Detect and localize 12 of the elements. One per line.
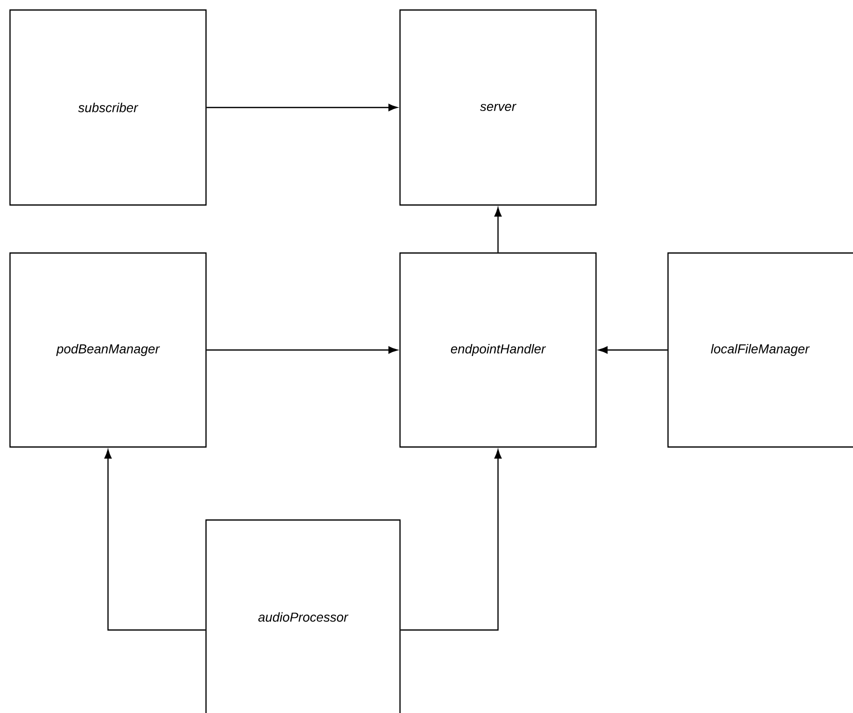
class-box: server <box>399 9 597 206</box>
class-box: subscriber <box>9 9 207 206</box>
arrow <box>206 346 398 354</box>
class-box: endpointHandler <box>399 252 597 448</box>
class-box: audioProcessor <box>205 519 401 713</box>
arrow <box>104 450 206 631</box>
arrow <box>494 208 502 252</box>
arrow <box>206 104 398 112</box>
arrow <box>598 346 668 354</box>
class-box: podBeanManager <box>9 252 207 448</box>
class-box: localFileManager <box>667 252 853 448</box>
arrow <box>400 450 502 631</box>
